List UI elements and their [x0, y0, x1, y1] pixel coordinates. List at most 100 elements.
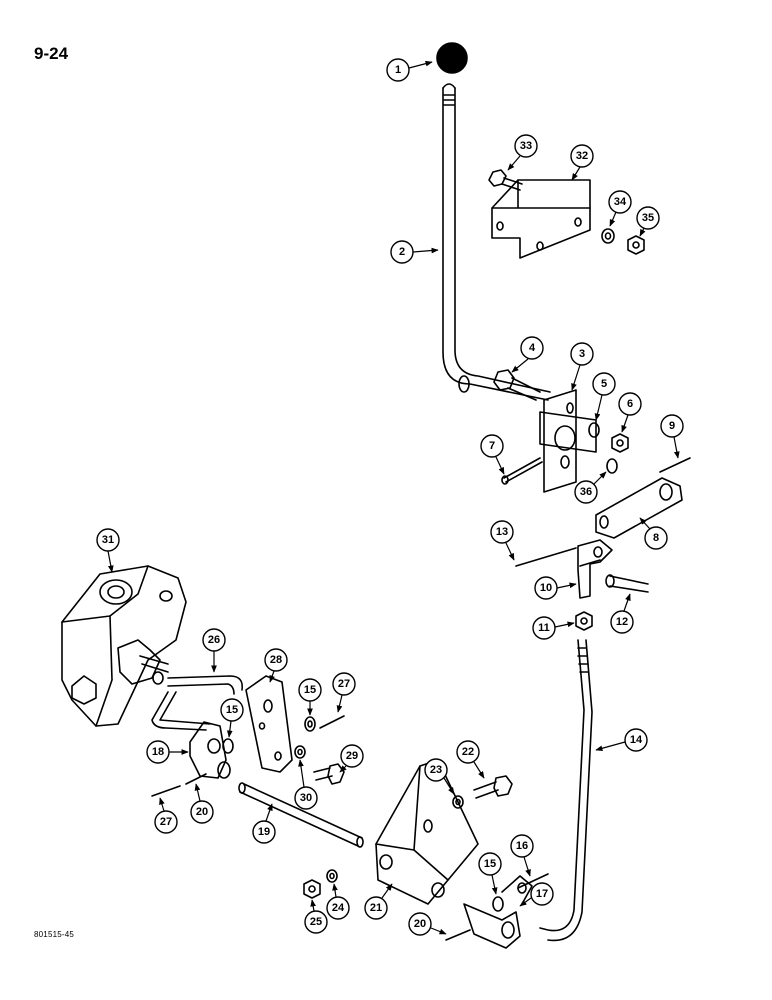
callout-label: 36: [580, 486, 592, 498]
callout-25: 25: [304, 899, 328, 934]
callout-label: 15: [484, 858, 496, 870]
washer-part-36: [606, 458, 618, 474]
callout-15-left: 15: [220, 698, 244, 738]
callout-6: 6: [618, 392, 642, 433]
callout-29: 29: [339, 744, 364, 773]
callout-label: 20: [414, 918, 426, 930]
callout-28: 28: [264, 648, 288, 683]
callout-21: 21: [364, 883, 393, 920]
callout-label: 29: [346, 750, 358, 762]
callout-label: 18: [152, 746, 164, 758]
callout-20-lower: 20: [408, 912, 447, 936]
bolt-part-33: [488, 169, 523, 191]
callout-label: 23: [430, 764, 442, 776]
callout-label: 20: [196, 806, 208, 818]
rod-part-14: [539, 639, 593, 942]
callout-17: 17: [519, 882, 554, 907]
nut-part-35: [627, 235, 645, 255]
link-rod-part-26: [151, 675, 244, 731]
callout-35: 35: [636, 206, 660, 237]
pin-part-27-upper: [319, 715, 345, 729]
callout-label: 4: [529, 342, 536, 354]
callout-33: 33: [507, 134, 538, 171]
callout-label: 22: [462, 746, 474, 758]
cotter-pin-part-9: [659, 457, 691, 473]
callout-label: 2: [399, 246, 405, 258]
callout-24: 24: [326, 883, 350, 920]
page-number: 9-24: [34, 44, 69, 63]
callout-label: 16: [516, 840, 528, 852]
bolt-part-4: [493, 369, 541, 401]
callout-label: 27: [160, 816, 172, 828]
callout-32: 32: [570, 144, 594, 181]
callout-label: 10: [540, 582, 552, 594]
callout-18: 18: [146, 740, 189, 764]
pin-part-20-lower: [445, 929, 471, 941]
mounting-bracket-part-21: [375, 759, 479, 905]
plate-part-28: [245, 675, 293, 773]
callout-label: 5: [601, 378, 607, 390]
pin-part-27-left: [151, 785, 181, 797]
callout-26: 26: [202, 628, 226, 673]
callout-label: 9: [669, 420, 675, 432]
callout-label: 7: [489, 440, 495, 452]
washer-part-15-upper: [304, 716, 316, 732]
callout-label: 6: [627, 398, 633, 410]
reference-code: 801515-45: [34, 930, 75, 939]
callout-12: 12: [610, 593, 634, 634]
callout-3: 3: [570, 342, 594, 391]
pin-part-7: [501, 457, 543, 485]
callout-4: 4: [511, 336, 544, 373]
callout-19: 19: [252, 803, 276, 844]
pivot-plate-part-3: [539, 389, 597, 493]
callout-label: 8: [653, 532, 659, 544]
callout-34: 34: [608, 190, 632, 227]
pin-part-20-left: [185, 773, 207, 785]
callout-22: 22: [456, 740, 485, 779]
callout-11: 11: [532, 616, 575, 640]
callout-label: 21: [370, 902, 382, 914]
callout-30: 30: [294, 759, 318, 810]
pin-part-16: [517, 873, 549, 889]
callout-label: 15: [226, 704, 238, 716]
callout-31: 31: [96, 528, 120, 573]
callout-9: 9: [660, 414, 684, 459]
valve-body-part-31: [61, 565, 187, 727]
callout-5: 5: [592, 372, 616, 421]
bolt-part-22: [473, 775, 513, 799]
link-arm-part-8: [595, 477, 683, 539]
callout-23: 23: [424, 758, 455, 795]
callout-15-upper: 15: [298, 678, 322, 716]
callout-10: 10: [534, 576, 577, 600]
clevis-part-10: [577, 539, 613, 599]
callout-label: 14: [630, 734, 643, 746]
nut-part-11: [575, 611, 593, 631]
callout-label: 24: [332, 902, 345, 914]
callout-label: 35: [642, 212, 654, 224]
bolt-part-29: [313, 763, 345, 785]
callout-20-left: 20: [190, 783, 214, 824]
callout-2: 2: [390, 240, 439, 264]
callout-label: 3: [579, 348, 585, 360]
nut-part-6: [611, 433, 629, 453]
callout-label: 32: [576, 150, 588, 162]
washer-part-5: [588, 422, 600, 438]
callout-label: 15: [304, 684, 316, 696]
callout-label: 12: [616, 616, 628, 628]
lever-block-part-17: [463, 875, 533, 949]
callout-36: 36: [574, 471, 607, 504]
knob-part: [436, 42, 468, 74]
shift-lever-part: [442, 83, 551, 401]
callout-1: 1: [386, 58, 433, 82]
washer-part-15-lower: [492, 896, 504, 912]
callout-label: 31: [102, 534, 114, 546]
callout-label: 19: [258, 826, 270, 838]
callout-8: 8: [639, 517, 668, 550]
callout-group: 1 2 3 4 5 6 7 8 9 10 11 12 13 14 15 15 1…: [96, 58, 684, 936]
shaft-part-19: [238, 782, 364, 848]
callout-label: 25: [310, 916, 322, 928]
pin-part-12: [605, 574, 649, 593]
callout-label: 13: [496, 526, 508, 538]
callout-label: 33: [520, 140, 532, 152]
